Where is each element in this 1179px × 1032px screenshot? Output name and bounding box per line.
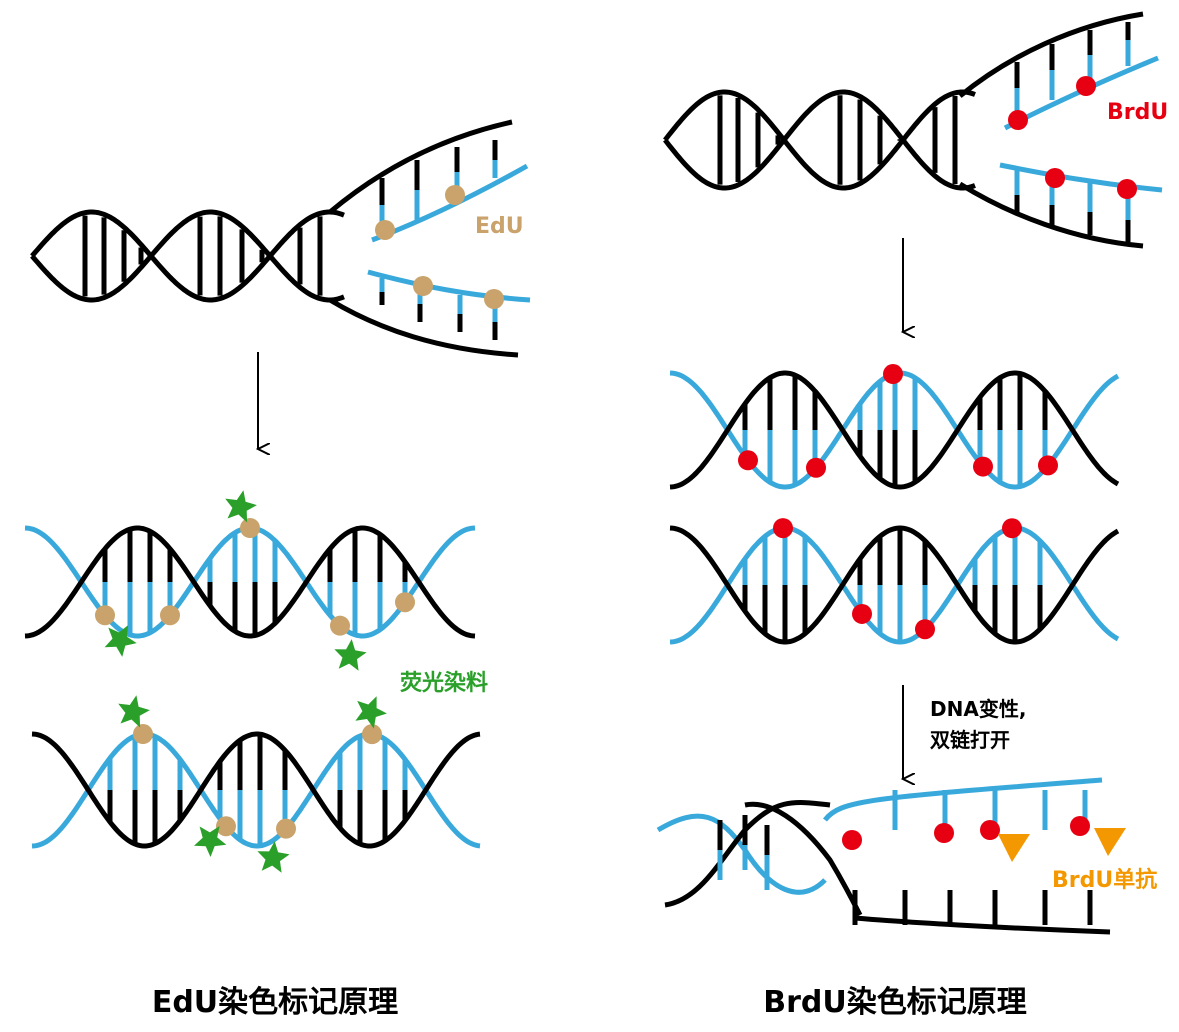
brdu-panel: BrdU DNA变性, 双链打开 BrdU单抗 BrdU染色标记原理: [656, 11, 1168, 1020]
star-icon: [334, 639, 367, 671]
brdu-title: BrdU染色标记原理: [763, 985, 1027, 1020]
new-strand: [31, 731, 481, 849]
nucleotide-marker: [1070, 816, 1090, 836]
nucleotide-marker: [240, 518, 260, 538]
star-icon: [118, 695, 150, 728]
parental-strand-top: [328, 119, 513, 214]
edu-label: EdU: [475, 214, 524, 239]
nucleotide-marker: [773, 518, 793, 539]
denature-label-line1: DNA变性,: [930, 697, 1026, 721]
nucleotide-marker: [883, 364, 903, 385]
edu-panel: EdU 荧光染料 EdU染色标记原理: [24, 119, 531, 1020]
nucleotide-marker: [95, 605, 115, 626]
nucleotide-marker: [413, 276, 433, 296]
nucleotide-marker: [445, 185, 465, 205]
new-strand-single: [823, 777, 1103, 822]
edu-daughter-duplex-2: [31, 695, 481, 873]
nucleotide-marker: [738, 450, 758, 471]
brdu-daughter-duplex-2: [669, 518, 1120, 645]
nucleotide-marker: [375, 220, 395, 240]
new-strand-bottom: [367, 269, 531, 303]
old-strand: [744, 801, 863, 917]
nucleotide-marker: [160, 605, 180, 626]
nucleotide-marker: [1038, 455, 1058, 476]
star-icon: [355, 696, 387, 729]
nucleotide-marker: [915, 619, 935, 640]
nucleotide-marker: [276, 818, 296, 839]
old-strand-single: [854, 915, 1111, 935]
edu-replication-fork: [30, 119, 531, 358]
nucleotide-marker: [133, 724, 153, 745]
denature-label-line2: 双链打开: [930, 728, 1010, 752]
new-strand: [669, 525, 1120, 645]
nucleotide-marker: [806, 457, 826, 478]
parental-strand: [663, 89, 976, 191]
fluorescent-dye-label: 荧光染料: [400, 670, 488, 696]
nucleotide-marker: [973, 456, 993, 477]
nucleotide-marker: [842, 830, 862, 850]
brdu-label: BrdU: [1107, 100, 1168, 125]
nucleotide-marker: [484, 289, 504, 309]
parental-strand-bottom: [328, 297, 519, 358]
brdu-denatured-dna: [656, 777, 1126, 935]
nucleotide-marker: [1117, 179, 1137, 199]
nucleotide-marker: [330, 615, 350, 636]
nucleotide-marker: [1045, 168, 1065, 188]
nucleotide-marker: [362, 724, 382, 745]
old-strand: [31, 731, 481, 849]
parental-strand: [30, 209, 345, 303]
nucleotide-marker: [1008, 110, 1028, 130]
parental-strand-top: [958, 11, 1144, 98]
old-strand: [24, 525, 476, 639]
nucleotide-marker: [1002, 518, 1022, 539]
nucleotide-marker: [980, 820, 1000, 840]
nucleotide-marker: [1076, 76, 1096, 96]
nucleotide-marker: [852, 603, 872, 624]
nucleotide-marker: [934, 823, 954, 843]
star-icon: [104, 625, 137, 657]
brdu-daughter-duplex-1: [669, 364, 1120, 490]
nucleotide-marker: [216, 816, 236, 837]
star-icon: [225, 490, 257, 523]
new-strand-bottom: [999, 162, 1163, 193]
parental-strand: [663, 89, 976, 191]
parental-strand-bottom: [958, 181, 1144, 249]
nucleotide-marker: [395, 592, 415, 613]
triangle-icon: [1094, 828, 1126, 856]
triangle-icon: [998, 834, 1030, 862]
old-strand: [669, 525, 1120, 645]
star-icon: [257, 841, 290, 873]
brdu-replication-fork: [663, 11, 1163, 249]
parental-strand: [30, 209, 345, 303]
edu-daughter-duplex-1: [24, 490, 476, 671]
star-icon: [194, 826, 227, 857]
brdu-antibody-label: BrdU单抗: [1052, 867, 1157, 893]
edu-title: EdU染色标记原理: [152, 985, 398, 1020]
